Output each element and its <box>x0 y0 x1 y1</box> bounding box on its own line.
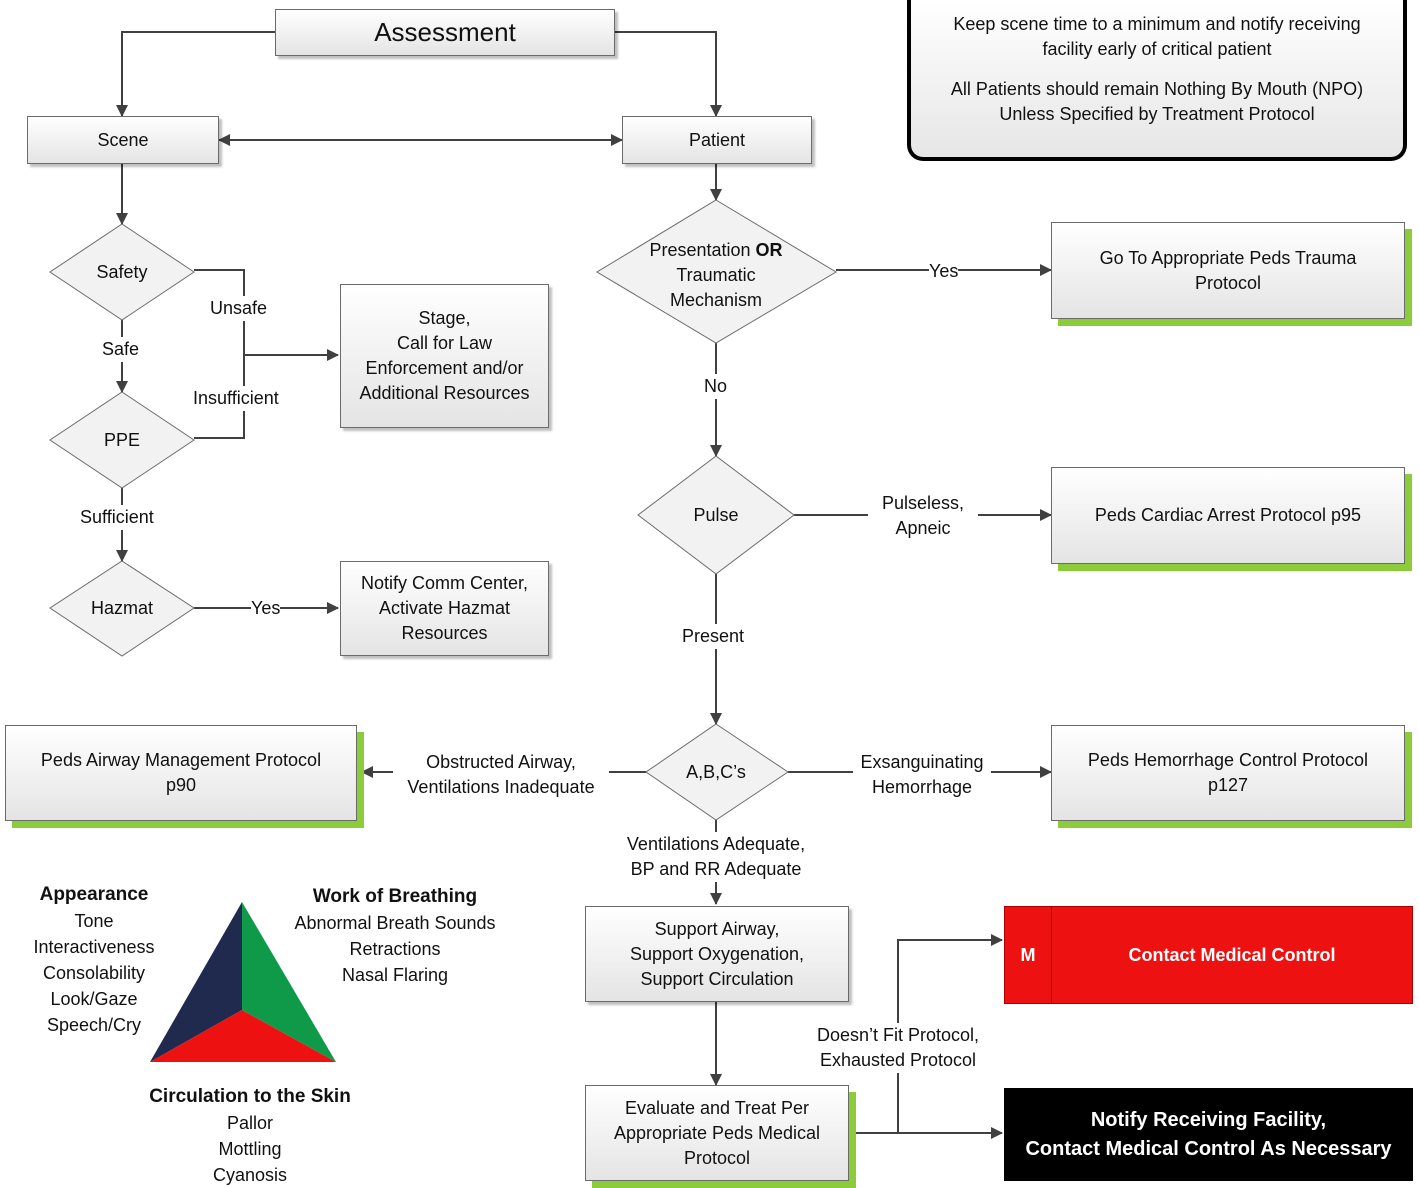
stage-box[interactable]: Stage, Call for Law Enforcement and/or A… <box>340 284 549 428</box>
notify-comm-label: Notify Comm Center, Activate Hazmat Reso… <box>360 573 529 643</box>
presentation-or: OR <box>755 240 783 260</box>
pediatric-assessment-triangle <box>150 902 336 1062</box>
scene-label: Scene <box>97 129 149 150</box>
appearance-block: Appearance Tone Interactiveness Consolab… <box>18 882 170 1038</box>
unsafe-label: Unsafe <box>210 296 268 321</box>
hemorrhage-protocol-box[interactable]: Peds Hemorrhage Control Protocol p127 <box>1051 725 1405 821</box>
edge-assessment-patient <box>615 31 722 117</box>
safe-label: Safe <box>102 337 140 362</box>
assessment-box[interactable]: Assessment <box>275 9 615 56</box>
work-of-breathing-block: Work of Breathing Abnormal Breath Sounds… <box>280 884 510 988</box>
cardiac-arrest-box[interactable]: Peds Cardiac Arrest Protocol p95 <box>1051 467 1405 564</box>
notify-comm-box[interactable]: Notify Comm Center, Activate Hazmat Reso… <box>340 561 549 656</box>
exsanguinating-label: Exsanguinating Hemorrhage <box>853 750 991 800</box>
presentation-pre: Presentation <box>649 240 756 260</box>
hazmat-diamond <box>49 560 195 657</box>
hazmat-yes-label: Yes <box>251 596 281 621</box>
airway-protocol-label: Peds Airway Management Protocol p90 <box>40 750 322 795</box>
abcs-label: A,B,C’s <box>686 762 746 782</box>
stage-label: Stage, Call for Law Enforcement and/or A… <box>359 308 530 403</box>
edge-assessment-scene <box>116 31 275 117</box>
patient-label: Patient <box>688 129 746 150</box>
circulation-items: Pallor Mottling Cyanosis <box>212 1113 288 1185</box>
pulse-label: Pulse <box>693 505 739 525</box>
scene-box[interactable]: Scene <box>27 116 219 164</box>
medical-control-box[interactable]: M Contact Medical Control <box>1004 906 1413 1004</box>
trauma-protocol-box[interactable]: Go To Appropriate Peds Trauma Protocol <box>1051 222 1405 319</box>
trauma-protocol-label: Go To Appropriate Peds Trauma Protocol <box>1099 247 1357 293</box>
work-of-breathing-title: Work of Breathing <box>312 886 478 907</box>
evaluate-box[interactable]: Evaluate and Treat Per Appropriate Peds … <box>585 1085 849 1181</box>
appearance-title: Appearance <box>39 884 149 905</box>
doesnt-fit-label: Doesn’t Fit Protocol, Exhausted Protocol <box>800 1023 996 1073</box>
work-of-breathing-segment <box>242 902 336 1062</box>
abcs-diamond <box>645 723 789 821</box>
sufficient-label: Sufficient <box>80 505 154 530</box>
circulation-segment <box>150 1010 336 1062</box>
support-label: Support Airway, Support Oxygenation, Sup… <box>629 918 805 989</box>
presentation-diamond <box>596 199 837 344</box>
evaluate-label: Evaluate and Treat Per Appropriate Peds … <box>613 1097 821 1168</box>
cardiac-arrest-label: Peds Cardiac Arrest Protocol p95 <box>1094 505 1362 525</box>
work-of-breathing-items: Abnormal Breath Sounds Retractions Nasal… <box>294 913 496 985</box>
pulseless-label: Pulseless, Apneic <box>868 491 978 541</box>
scene-time-note: Keep scene time to a minimum and notify … <box>907 0 1407 161</box>
circulation-title: Circulation to the Skin <box>149 1086 351 1107</box>
safety-diamond <box>49 223 195 321</box>
scene-time-text: Keep scene time to a minimum and notify … <box>953 14 1361 59</box>
insufficient-label: Insufficient <box>193 386 279 411</box>
circulation-block: Circulation to the Skin Pallor Mottling … <box>130 1084 370 1188</box>
notify-facility-box[interactable]: Notify Receiving Facility, Contact Medic… <box>1004 1088 1413 1181</box>
hemorrhage-protocol-label: Peds Hemorrhage Control Protocol p127 <box>1087 750 1369 795</box>
safety-label: Safety <box>96 262 148 282</box>
ppe-label: PPE <box>103 430 141 450</box>
adequate-label: Ventilations Adequate, BP and RR Adequat… <box>612 832 820 882</box>
obstructed-label: Obstructed Airway, Ventilations Inadequa… <box>393 750 609 800</box>
patient-box[interactable]: Patient <box>622 116 812 164</box>
present-label: Present <box>682 624 745 649</box>
hazmat-label: Hazmat <box>90 598 153 618</box>
presentation-post: Traumatic Mechanism <box>669 265 763 310</box>
medical-control-letter: M <box>1005 907 1052 1003</box>
presentation-label: Presentation OR Traumatic Mechanism <box>626 238 806 313</box>
appearance-items: Tone Interactiveness Consolability Look/… <box>33 911 155 1035</box>
pulse-diamond <box>637 455 795 575</box>
no-label: No <box>704 374 728 399</box>
assessment-label: Assessment <box>374 17 516 47</box>
airway-protocol-box[interactable]: Peds Airway Management Protocol p90 <box>5 725 357 821</box>
ppe-diamond <box>49 391 195 489</box>
medical-control-label: Contact Medical Control <box>1128 944 1336 965</box>
support-box[interactable]: Support Airway, Support Oxygenation, Sup… <box>585 906 849 1002</box>
npo-text: All Patients should remain Nothing By Mo… <box>950 79 1364 124</box>
appearance-segment <box>150 902 242 1062</box>
trauma-yes-label: Yes <box>929 259 959 284</box>
